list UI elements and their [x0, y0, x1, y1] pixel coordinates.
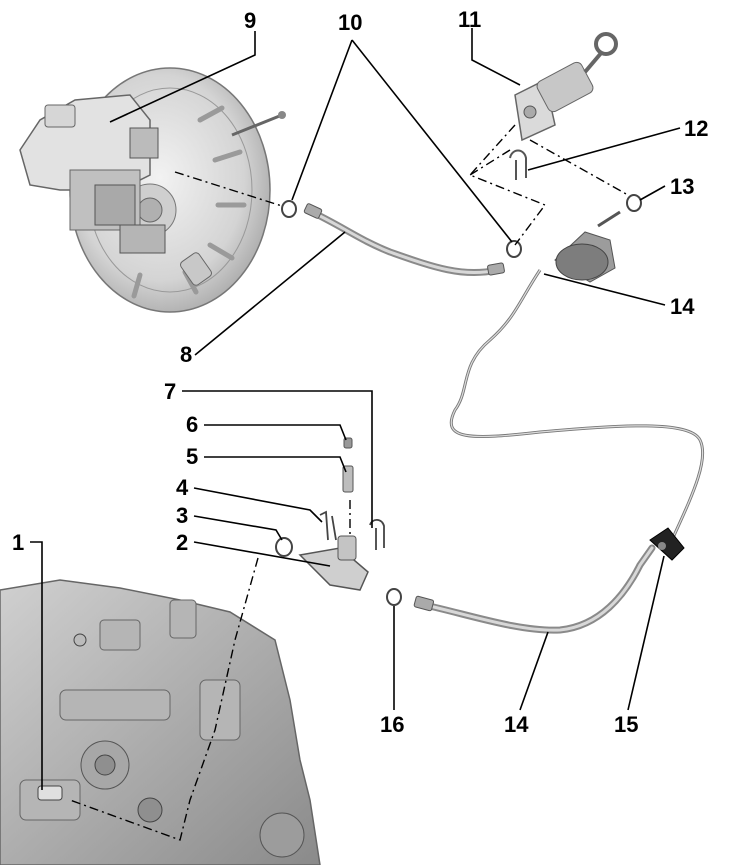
- brake-booster-assembly: [19, 67, 286, 313]
- hydraulic-pipe-lower: [421, 544, 656, 634]
- hydraulic-pipe-upper: [308, 208, 501, 276]
- routing-lines: [69, 124, 629, 841]
- clutch-master-cylinder: [514, 32, 618, 142]
- gearbox-housing: [0, 579, 321, 865]
- callout-3: 3: [176, 503, 189, 528]
- callout-9: 9: [244, 8, 257, 33]
- bracket: [649, 527, 685, 561]
- callout-11: 11: [458, 7, 482, 32]
- callout-2: 2: [176, 530, 189, 555]
- callout-1: 1: [12, 530, 25, 555]
- callout-5: 5: [186, 444, 199, 469]
- callout-12: 12: [684, 116, 709, 141]
- callout-8: 8: [180, 342, 193, 367]
- callout-14-lower: 14: [504, 712, 529, 737]
- callout-13: 13: [670, 174, 695, 199]
- callout-10: 10: [338, 10, 363, 35]
- connector-block: [275, 437, 402, 606]
- callout-7: 7: [164, 379, 177, 404]
- callout-15: 15: [614, 712, 639, 737]
- callout-14-upper: 14: [670, 294, 695, 319]
- retaining-clip: [509, 149, 527, 180]
- clutch-hose: [449, 269, 705, 541]
- callout-6: 6: [186, 412, 199, 437]
- o-rings: [281, 194, 642, 258]
- callout-16: 16: [380, 712, 405, 737]
- hose-connector: [554, 210, 621, 283]
- callout-4: 4: [176, 475, 189, 500]
- leader-lines: [30, 28, 681, 790]
